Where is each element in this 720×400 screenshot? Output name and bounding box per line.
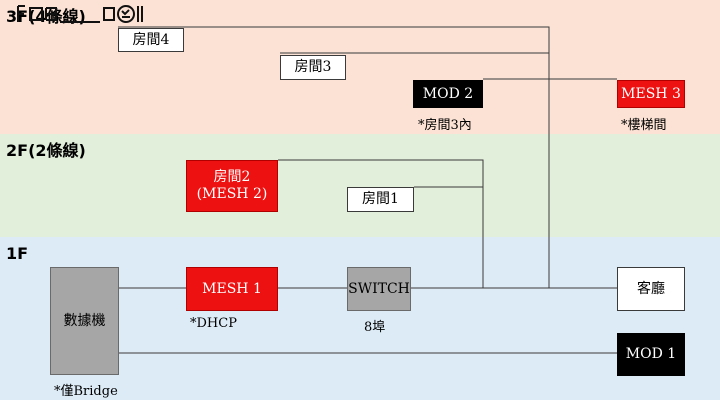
floor-1f-zone: [0, 237, 720, 400]
node-mod1[interactable]: MOD 1: [617, 333, 685, 376]
site-logo: [17, 5, 143, 23]
node-mesh3-label: MESH 3: [621, 85, 681, 102]
node-mesh1-label: MESH 1: [202, 280, 262, 297]
wire-room4-to-living: [118, 26, 550, 288]
floor-label-1f: 1F: [6, 244, 29, 263]
node-room3-label: 房間3: [294, 59, 332, 76]
node-living-room-label: 客廳: [637, 280, 665, 297]
node-room1[interactable]: 房間1: [347, 187, 414, 212]
note-mesh3: *樓梯間: [621, 118, 667, 133]
node-mesh3[interactable]: MESH 3: [617, 80, 685, 108]
note-mesh1: *DHCP: [190, 316, 237, 331]
note-switch: 8埠: [364, 320, 386, 335]
note-modem: *僅Bridge: [54, 384, 118, 399]
node-living-room[interactable]: 客廳: [617, 267, 685, 311]
node-modem-label: 數據機: [63, 312, 106, 329]
node-room4[interactable]: 房間4: [118, 28, 184, 52]
note-mod2: *房間3內: [418, 118, 472, 133]
node-switch-label: SWITCH: [348, 280, 410, 297]
node-modem[interactable]: 數據機: [50, 267, 119, 375]
floor-2f-zone: [0, 134, 720, 237]
node-mod1-label: MOD 1: [625, 346, 677, 363]
wire-room2-to-living: [278, 159, 484, 288]
node-mesh1[interactable]: MESH 1: [186, 267, 278, 311]
node-room1-label: 房間1: [362, 191, 399, 208]
node-room2-sub-label: (MESH 2): [196, 186, 268, 202]
node-room2-label: 房間2: [213, 169, 251, 186]
node-switch[interactable]: SWITCH: [347, 267, 411, 311]
node-mod2-label: MOD 2: [422, 85, 474, 102]
node-room3[interactable]: 房間3: [280, 55, 346, 80]
node-mod2[interactable]: MOD 2: [413, 80, 483, 108]
floor-3f-zone: [0, 0, 720, 134]
node-room2-mesh2[interactable]: 房間2 (MESH 2): [186, 160, 278, 212]
node-room4-label: 房間4: [132, 31, 170, 48]
floor-label-2f: 2F(2條線): [6, 141, 86, 160]
